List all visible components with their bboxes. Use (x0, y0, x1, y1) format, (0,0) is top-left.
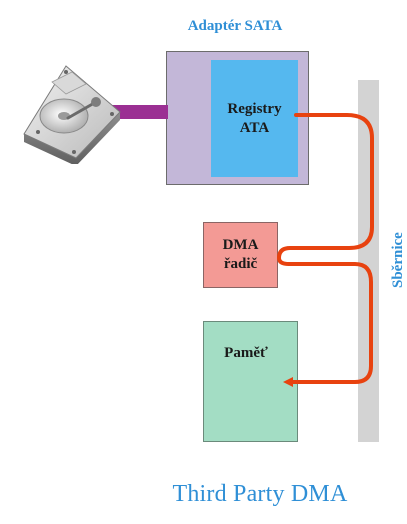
adapter-title: Adaptér SATA (187, 18, 283, 34)
ata-registry-label: Registry ATA (211, 100, 298, 138)
dma-label-line1: DMA (222, 237, 259, 253)
memory-box (203, 321, 298, 442)
registry-label-line1: Registry (227, 101, 282, 117)
diagram-caption: Third Party DMA (172, 481, 348, 507)
registry-label-line2: ATA (239, 120, 270, 136)
bus-label: Sběrnice (390, 232, 406, 288)
dma-controller-box (203, 222, 278, 288)
hard-drive-icon (23, 65, 121, 164)
dma-controller-label: DMA řadič (203, 236, 278, 274)
memory-label: Paměť (224, 345, 268, 361)
bus-bar (358, 80, 379, 442)
dma-label-line2: řadič (223, 256, 258, 272)
